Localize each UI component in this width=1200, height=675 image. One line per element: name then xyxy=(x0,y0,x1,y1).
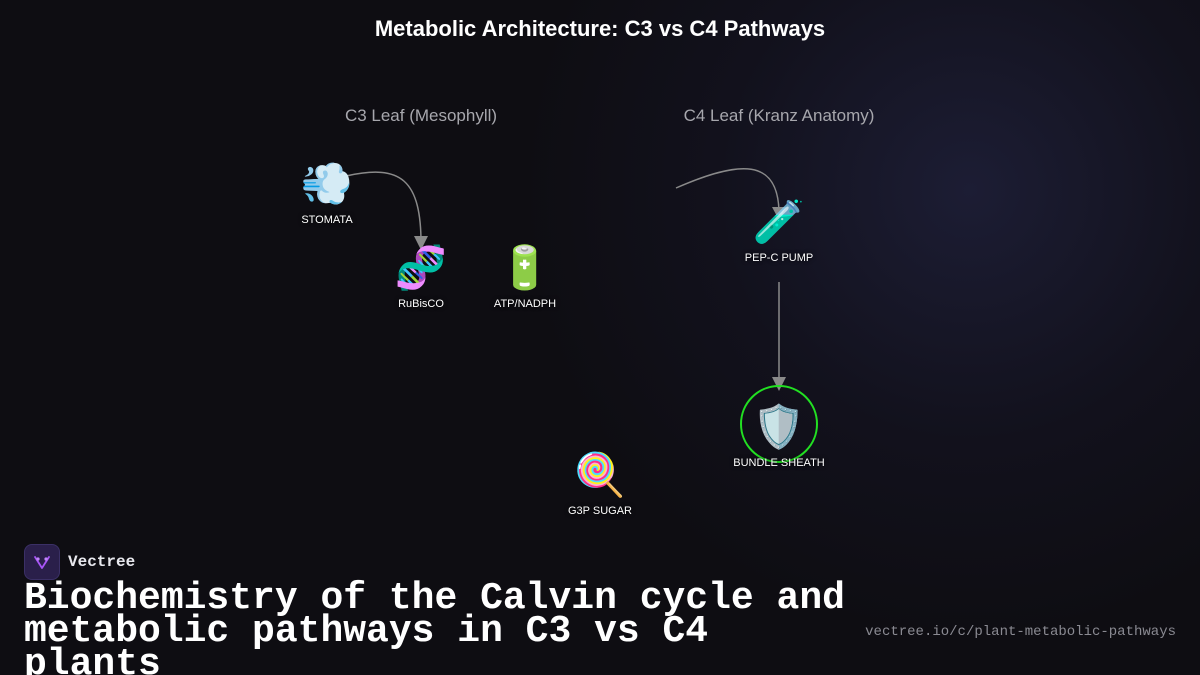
node-label: RuBisCO xyxy=(398,298,444,310)
node-bundle-sheath[interactable]: 🛡️ BUNDLE SHEATH xyxy=(733,402,825,470)
battery-icon: 🔋 xyxy=(498,243,552,292)
node-atp-nadph[interactable]: 🔋 ATP/NADPH xyxy=(493,243,557,311)
arrowhead-pepc xyxy=(772,207,786,220)
arrowhead-rubisco xyxy=(414,236,428,250)
node-label: G3P SUGAR xyxy=(568,505,632,517)
node-g3p-sugar[interactable]: 🍭 G3P SUGAR xyxy=(568,450,632,518)
bundle-sheath-highlight-ring xyxy=(740,385,818,463)
node-label: BUNDLE SHEATH xyxy=(733,457,825,469)
node-label: PEP-C PUMP xyxy=(744,252,814,264)
footer-headline: Biochemistry of the Calvin cycle and met… xyxy=(24,577,845,675)
wind-icon: 💨 xyxy=(300,159,354,208)
node-stomata[interactable]: 💨 STOMATA xyxy=(300,159,354,227)
c3-column-label: C3 Leaf (Mesophyll) xyxy=(344,106,498,125)
edge-stomata-to-rubisco xyxy=(345,171,422,249)
shield-icon: 🛡️ xyxy=(752,402,806,451)
brand-name: Vectree xyxy=(68,553,136,571)
lollipop-icon: 🍭 xyxy=(573,450,627,499)
c4-column-label: C4 Leaf (Kranz Anatomy) xyxy=(683,106,875,125)
footer-url[interactable]: vectree.io/c/plant-metabolic-pathways xyxy=(865,624,1176,640)
vectree-logo-icon xyxy=(24,544,60,580)
node-label: STOMATA xyxy=(301,214,353,226)
node-rubisco[interactable]: 🧬 RuBisCO xyxy=(394,243,448,311)
node-pep-c-pump[interactable]: 🧪 PEP-C PUMP xyxy=(744,197,814,265)
brand[interactable]: Vectree xyxy=(24,544,135,580)
diagram-title: Metabolic Architecture: C3 vs C4 Pathway… xyxy=(374,16,826,41)
arrowhead-bundle-sheath xyxy=(772,377,786,391)
test-tube-icon: 🧪 xyxy=(752,197,806,246)
dna-icon: 🧬 xyxy=(394,243,448,292)
edge-incoming-to-pepc xyxy=(675,168,780,213)
node-label: ATP/NADPH xyxy=(493,298,557,310)
